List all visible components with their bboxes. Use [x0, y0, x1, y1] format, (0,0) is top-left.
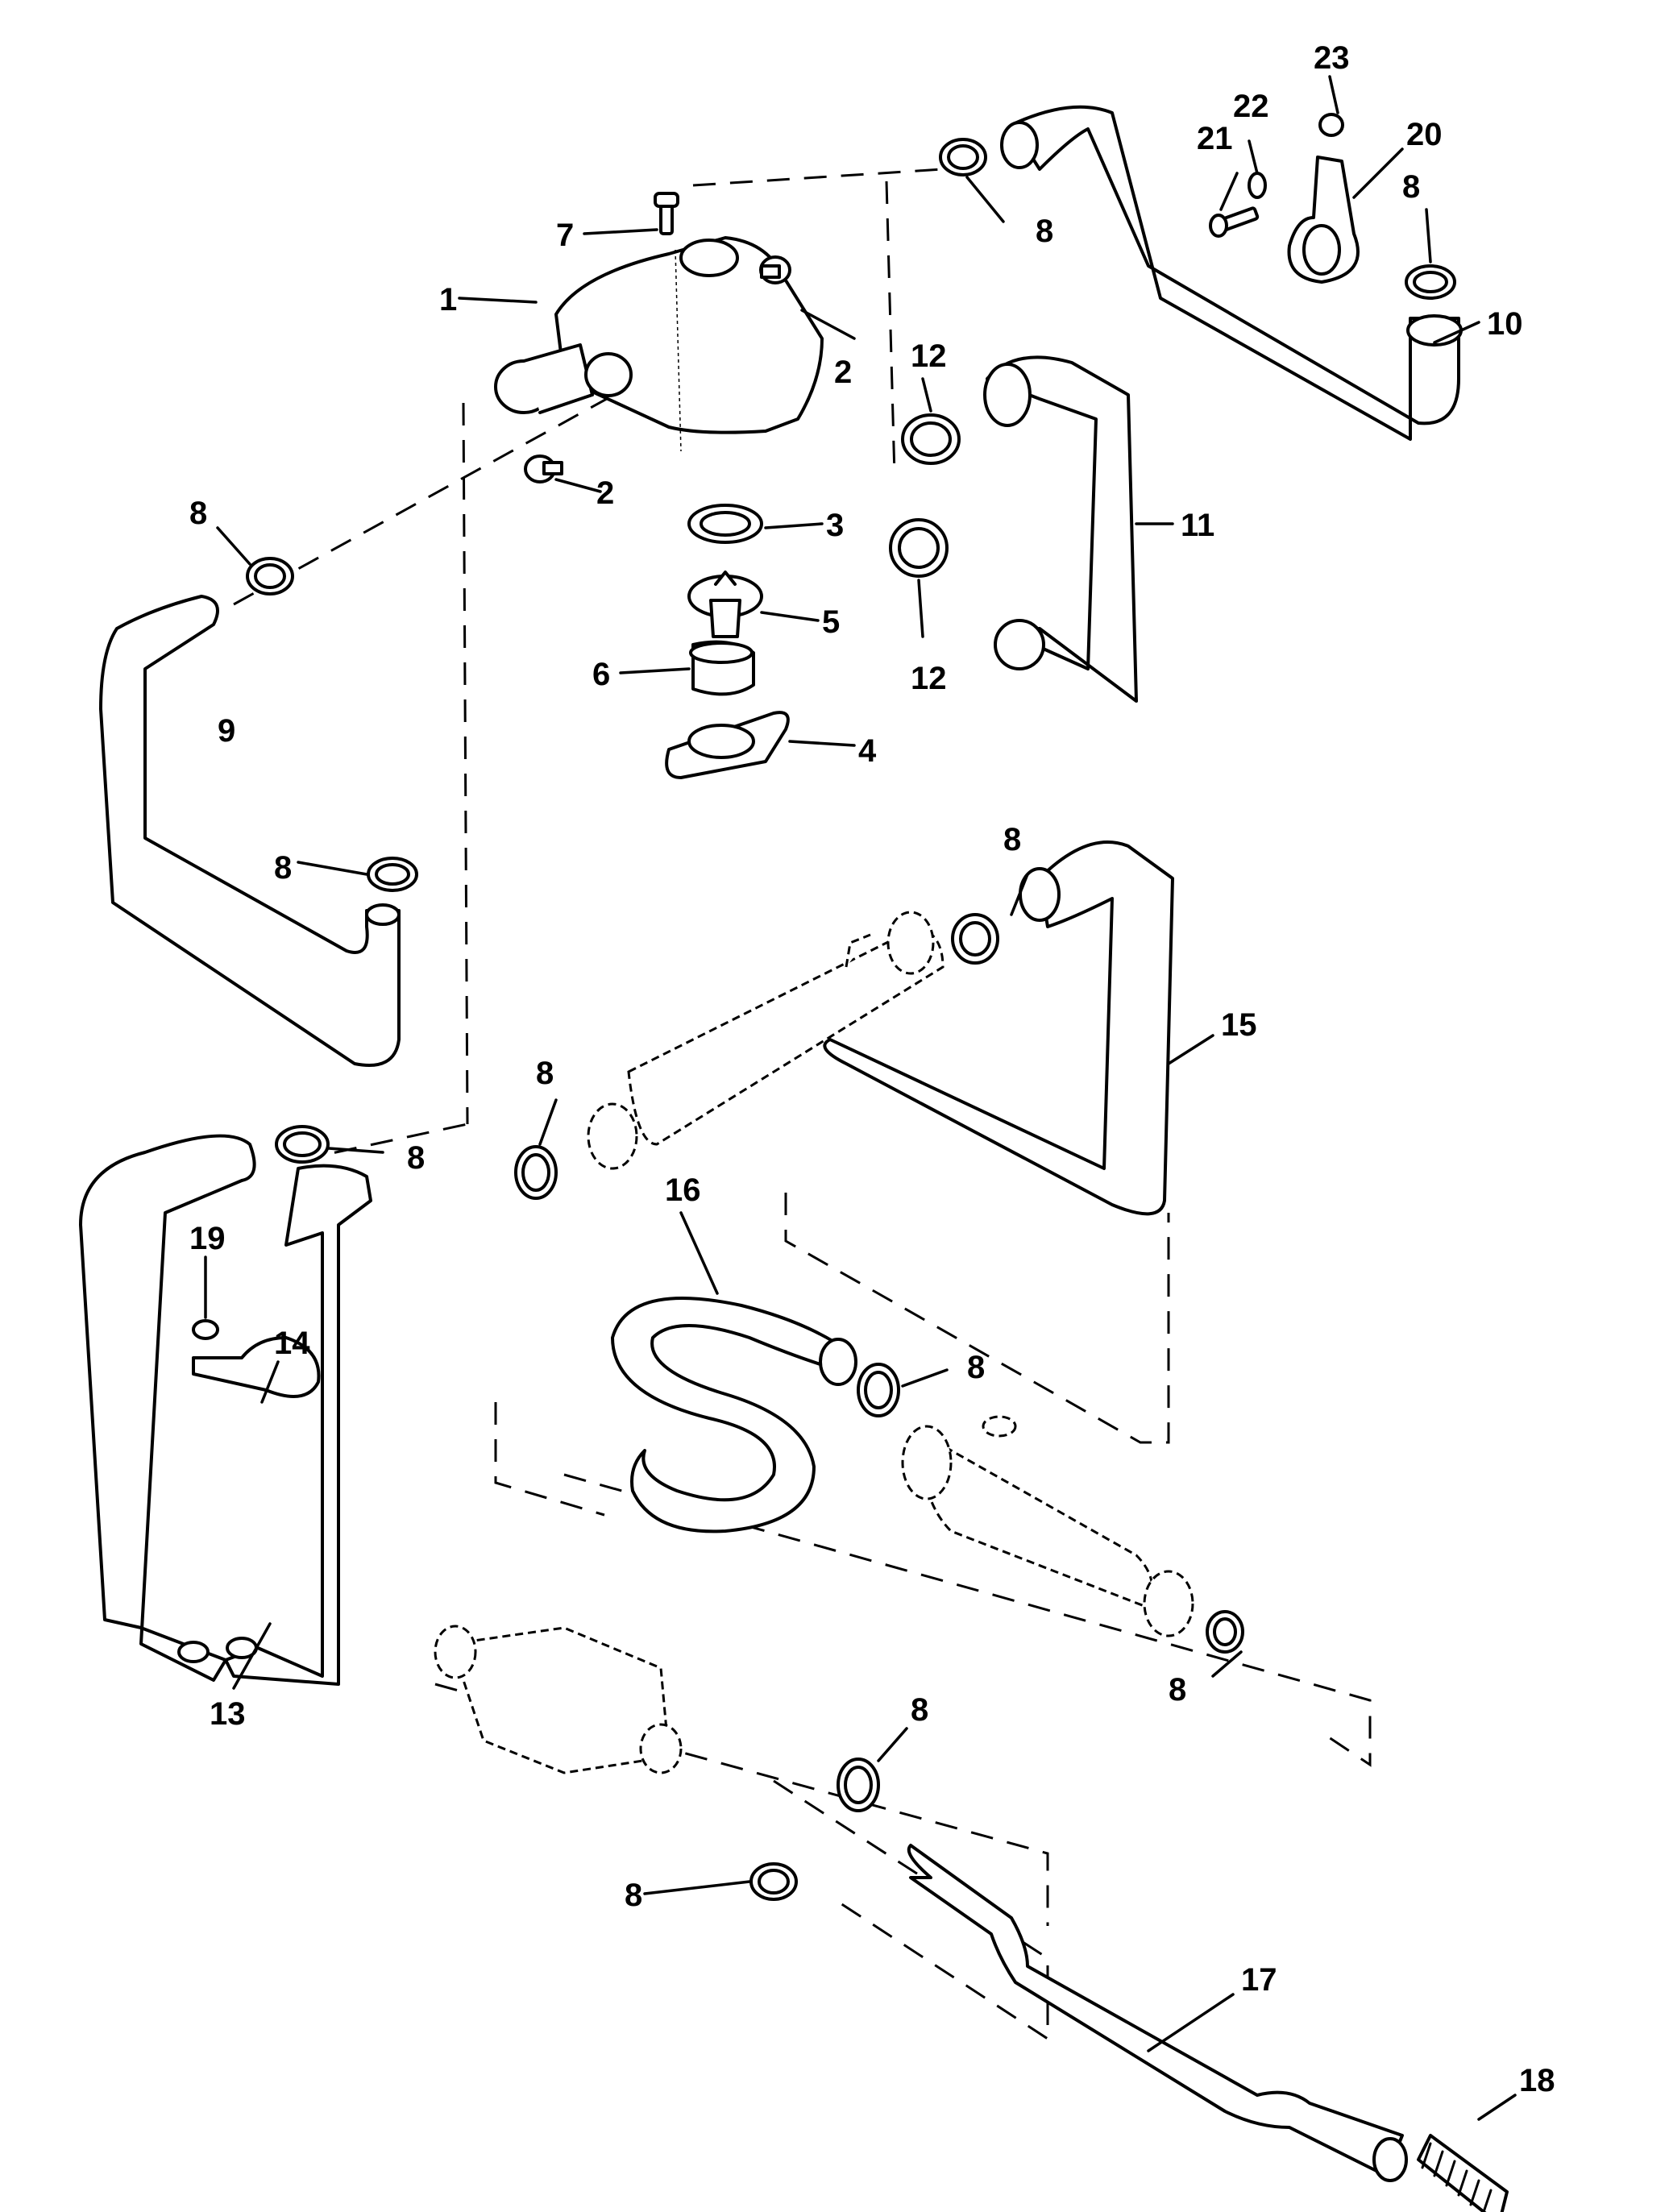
hose-bracket — [192, 1336, 321, 1398]
callout-5: 5 — [822, 604, 840, 640]
hose-clamp — [939, 138, 987, 176]
hose-clamp — [367, 857, 418, 892]
callout-8: 8 — [1402, 169, 1420, 205]
callout-6: 6 — [592, 657, 610, 692]
fitting — [434, 1625, 683, 1774]
guide-line — [692, 168, 944, 187]
plug — [759, 255, 791, 284]
callout-13: 13 — [210, 1696, 246, 1732]
gasket-plate — [665, 711, 790, 779]
washer — [1248, 172, 1267, 199]
callout-12: 12 — [911, 661, 947, 696]
callout-17: 17 — [1241, 1962, 1277, 1998]
leader-lines — [204, 75, 1517, 2121]
thermostat-housing — [494, 236, 824, 452]
hose — [823, 840, 1174, 1216]
nut — [192, 1319, 219, 1340]
callout-8: 8 — [625, 1878, 642, 1913]
callout-22: 22 — [1233, 89, 1269, 124]
guide-line — [563, 1473, 1372, 1767]
nut — [1318, 113, 1344, 137]
callout-9: 9 — [218, 713, 235, 749]
hose-bracket — [1287, 156, 1360, 284]
callout-8: 8 — [1036, 214, 1053, 249]
guide-line — [784, 1193, 1170, 1444]
callout-10: 10 — [1487, 306, 1523, 342]
callout-15: 15 — [1221, 1007, 1257, 1043]
hose-clamp — [901, 413, 961, 465]
hose-clamp — [857, 1363, 900, 1417]
hose-clamp — [749, 1862, 798, 1901]
callout-21: 21 — [1197, 121, 1233, 156]
callout-8: 8 — [536, 1056, 554, 1091]
thermostat — [687, 571, 763, 638]
guide-line — [297, 1123, 468, 1162]
spring — [1417, 2134, 1509, 2212]
callout-8: 8 — [911, 1692, 928, 1728]
callout-8: 8 — [967, 1350, 985, 1385]
heat-exchanger — [901, 1415, 1194, 1637]
callout-16: 16 — [665, 1172, 701, 1208]
callout-8: 8 — [1169, 1672, 1186, 1708]
hose — [79, 1134, 372, 1686]
guide-line — [233, 385, 629, 606]
callouts: 1 2 2 3 4 5 6 7 8 8 8 8 8 8 8 8 8 8 8 9 … — [189, 40, 1555, 2098]
callout-19: 19 — [189, 1221, 226, 1256]
guide-line — [773, 1779, 1049, 2041]
heat-exchanger — [587, 911, 945, 1170]
hose-clamp — [889, 518, 949, 578]
hose-clamp — [1206, 1610, 1244, 1654]
hose — [99, 595, 401, 1067]
hose-clamp — [837, 1758, 880, 1812]
callout-8: 8 — [1003, 822, 1021, 857]
callout-8: 8 — [407, 1140, 425, 1176]
sleeve — [689, 640, 755, 696]
guide-line — [462, 402, 469, 1125]
callout-8: 8 — [274, 850, 292, 886]
plug — [524, 454, 563, 483]
callout-18: 18 — [1519, 2063, 1555, 2098]
callout-23: 23 — [1314, 40, 1350, 76]
gasket — [687, 504, 763, 544]
hose-clamp — [514, 1145, 558, 1200]
guide-line — [494, 1402, 605, 1517]
hose-clamp — [275, 1125, 330, 1164]
callout-20: 20 — [1406, 117, 1443, 152]
hose-s-shaped — [611, 1297, 857, 1533]
callout-7: 7 — [556, 218, 574, 253]
callout-14: 14 — [274, 1326, 310, 1361]
callout-8: 8 — [189, 496, 207, 531]
hose — [907, 1844, 1408, 2182]
callout-3: 3 — [826, 508, 844, 543]
guide-line — [434, 1683, 1049, 1926]
bolt — [654, 192, 679, 235]
callout-11: 11 — [1181, 508, 1214, 543]
hose-clamp — [246, 557, 294, 596]
hose-u-shaped — [983, 355, 1138, 703]
callout-2: 2 — [834, 355, 852, 390]
guide-line — [885, 181, 896, 476]
callout-2: 2 — [596, 475, 614, 511]
callout-12: 12 — [911, 338, 947, 374]
hose-clamp — [1405, 264, 1456, 300]
hose-clamp — [951, 913, 999, 965]
callout-4: 4 — [858, 733, 877, 769]
assembly-guide-lines — [233, 168, 1372, 2041]
callout-1: 1 — [439, 282, 457, 317]
screw — [1209, 206, 1260, 238]
